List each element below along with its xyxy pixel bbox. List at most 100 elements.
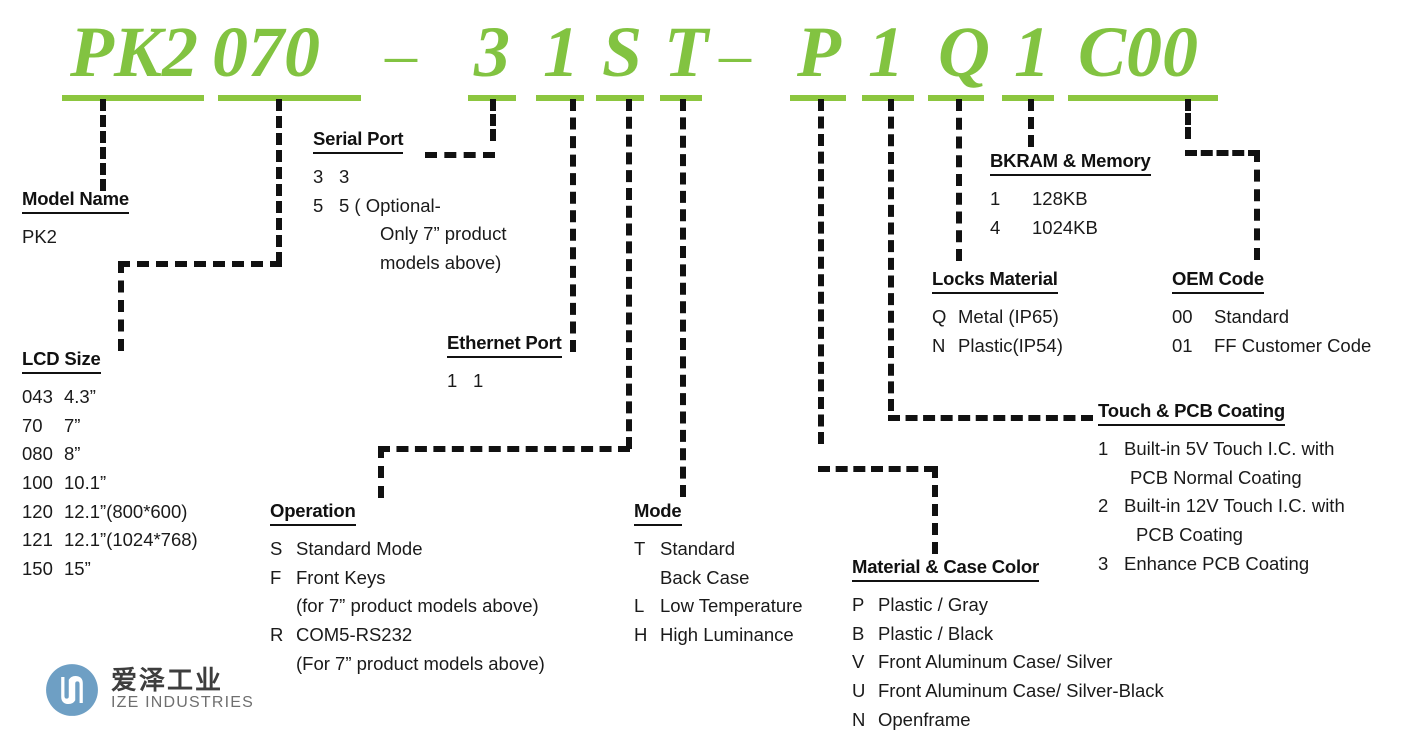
block-touch-pcb-coating: Touch & PCB Coating 1 Built-in 5V Touch … xyxy=(1098,400,1345,578)
underline-locks-material xyxy=(928,95,984,101)
option-value: Enhance PCB Coating xyxy=(1124,552,1310,574)
list-item: U Front Aluminum Case/ Silver-Black xyxy=(852,677,1164,706)
option-key: PK2 xyxy=(22,226,57,247)
option-key: N xyxy=(932,334,946,356)
option-key: L xyxy=(634,595,645,617)
list-item: 043 4.3” xyxy=(22,383,198,412)
list-item: T Standard xyxy=(634,535,803,564)
block-operation: Operation S Standard Mode F Front Keys (… xyxy=(270,500,545,678)
block-mode: Mode T Standard Back Case L Low Temperat… xyxy=(634,500,803,650)
option-key: F xyxy=(270,566,282,588)
logo-name-en: IZE INDUSTRIES xyxy=(111,694,255,712)
code-part-mode: T xyxy=(664,12,708,92)
block-title-mode: Mode xyxy=(634,500,682,526)
option-list-bkram-memory: 1 128KB 4 1024KB xyxy=(990,185,1151,242)
list-item: 4 1024KB xyxy=(990,214,1151,243)
underline-mode xyxy=(660,95,702,101)
option-value: Openframe xyxy=(878,708,971,730)
option-value: Standard Mode xyxy=(296,538,423,559)
leader-locks-material xyxy=(956,99,962,261)
option-list-model-name: PK2 xyxy=(22,223,129,252)
leader-lcd-size-h xyxy=(118,261,282,267)
block-ethernet-port: Ethernet Port 1 1 xyxy=(447,332,562,396)
option-key: 70 xyxy=(22,414,43,436)
leader-material-v1 xyxy=(818,99,824,444)
option-key: 00 xyxy=(1172,306,1193,327)
block-title-bkram-memory: BKRAM & Memory xyxy=(990,150,1151,176)
list-item: 00 Standard xyxy=(1172,303,1371,332)
block-locks-material: Locks Material Q Metal (IP65) N Plastic(… xyxy=(932,268,1063,360)
leader-ethernet-port xyxy=(570,99,576,352)
option-list-locks-material: Q Metal (IP65) N Plastic(IP54) xyxy=(932,303,1063,360)
block-title-lcd-size: LCD Size xyxy=(22,348,101,374)
option-continuation: (for 7” product models above) xyxy=(296,595,539,617)
option-value: 1 xyxy=(473,370,484,391)
option-continuation: Only 7” product xyxy=(380,223,507,245)
leader-material-v2 xyxy=(932,466,938,554)
code-separator-dash-1: – xyxy=(385,18,417,89)
list-item: 3 Enhance PCB Coating xyxy=(1098,550,1345,579)
option-continuation: models above) xyxy=(380,252,502,274)
option-key: N xyxy=(852,708,866,730)
code-part-ethernet-port: 1 xyxy=(543,12,579,92)
code-part-oem-code: C00 xyxy=(1078,12,1199,92)
list-item: 100 10.1” xyxy=(22,469,198,498)
list-item: PK2 xyxy=(22,223,129,252)
option-value: 5 ( Optional- xyxy=(339,194,441,216)
leader-oem-code-h xyxy=(1185,150,1260,156)
block-title-touch-pcb-coating: Touch & PCB Coating xyxy=(1098,400,1285,426)
list-item: 120 12.1”(800*600) xyxy=(22,498,198,527)
block-model-name: Model Name PK2 xyxy=(22,188,129,252)
option-key: 120 xyxy=(22,500,53,522)
option-key: 1 xyxy=(447,370,458,391)
block-serial-port: Serial Port 3 3 5 5 ( Optional- Only 7” … xyxy=(313,128,506,278)
list-item: L Low Temperature xyxy=(634,592,803,621)
option-value: Plastic / Gray xyxy=(878,594,988,615)
list-item: S Standard Mode xyxy=(270,535,545,564)
option-value: 10.1” xyxy=(64,472,107,494)
option-key: 3 xyxy=(313,166,324,187)
option-value: 15” xyxy=(64,558,91,580)
option-list-mode: T Standard xyxy=(634,535,803,564)
underline-material-case-color xyxy=(790,95,846,101)
option-key: 043 xyxy=(22,386,53,407)
option-continuation: PCB Normal Coating xyxy=(1130,466,1302,488)
leader-touch-pcb-h xyxy=(888,415,1093,421)
code-part-material-case-color: P xyxy=(797,12,841,92)
option-value: COM5-RS232 xyxy=(296,624,413,646)
option-key: P xyxy=(852,594,865,615)
code-part-model-name: PK2 xyxy=(70,12,199,92)
list-item: 01 FF Customer Code xyxy=(1172,332,1371,361)
code-part-operation: S xyxy=(602,12,643,92)
option-list-operation-2: R COM5-RS232 xyxy=(270,621,545,650)
leader-mode xyxy=(680,99,686,497)
option-value: 4.3” xyxy=(64,386,96,407)
option-value: Standard xyxy=(1214,306,1290,327)
underline-lcd-size xyxy=(218,95,361,101)
option-value: 12.1”(800*600) xyxy=(64,500,188,522)
code-part-bkram-memory: 1 xyxy=(1014,12,1050,92)
option-key: 150 xyxy=(22,558,53,580)
option-list-ethernet-port: 1 1 xyxy=(447,367,562,396)
option-list-material-case-color: P Plastic / Gray B Plastic / Black V Fro… xyxy=(852,591,1164,734)
option-list-serial-port: 3 3 5 5 ( Optional- xyxy=(313,163,506,220)
block-material-case-color: Material & Case Color P Plastic / Gray B… xyxy=(852,556,1164,734)
option-key: 01 xyxy=(1172,334,1193,356)
ize-industries-mark-icon xyxy=(46,664,98,716)
list-item: 3 3 xyxy=(313,163,506,192)
block-title-operation: Operation xyxy=(270,500,356,526)
option-value: Front Aluminum Case/ Silver xyxy=(878,651,1113,673)
option-key: 1 xyxy=(1098,438,1109,459)
underline-oem-code xyxy=(1068,95,1218,101)
option-key: 3 xyxy=(1098,552,1109,574)
block-title-oem-code: OEM Code xyxy=(1172,268,1264,294)
option-key: 4 xyxy=(990,216,1001,238)
block-oem-code: OEM Code 00 Standard 01 FF Customer Code xyxy=(1172,268,1371,360)
list-item: 1 128KB xyxy=(990,185,1151,214)
option-value: Metal (IP65) xyxy=(958,306,1059,327)
option-list-lcd-size: 043 4.3” 70 7” 080 8” 100 10.1” 120 12.1… xyxy=(22,383,198,584)
option-value: Low Temperature xyxy=(660,595,803,617)
underline-ethernet-port xyxy=(536,95,584,101)
code-part-lcd-size: 070 xyxy=(212,12,320,92)
